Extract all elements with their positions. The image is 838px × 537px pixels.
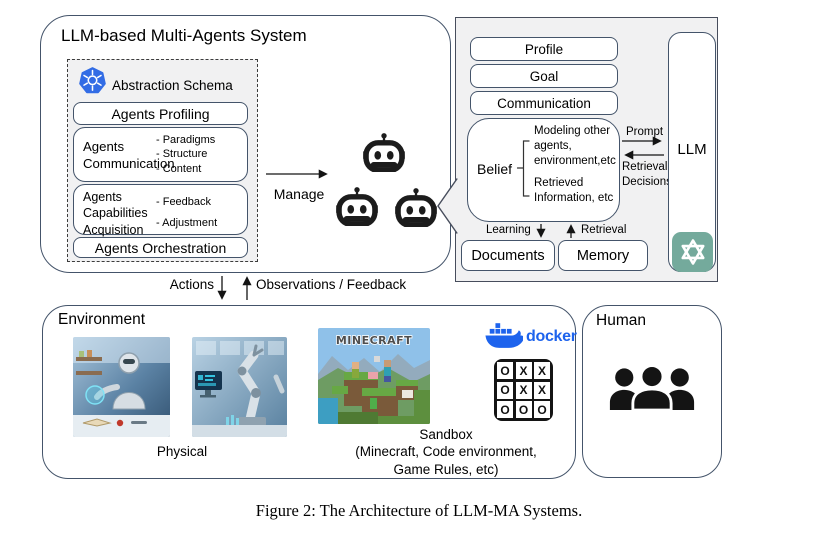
observations-label: Observations / Feedback [256,277,407,292]
agents-communication-details: - Paradigms - Structure - Content [156,134,216,175]
abstraction-schema-label: Abstraction Schema [112,78,233,93]
figure-caption: Figure 2: The Architecture of LLM-MA Sys… [255,501,583,520]
profile-box: Profile [470,37,618,61]
docker-wordmark: docker [526,327,577,345]
belief-retrieved-item: Retrieved Information, etc [534,177,614,205]
agents-capabilities-details: - Feedback - Adjustment [156,196,218,230]
communication-label: Communication [497,95,591,111]
actions-label: Actions [169,277,214,292]
belief-box [467,118,620,222]
minecraft-logo-text: MINECRAFT [336,334,412,347]
belief-label: Belief [477,161,513,177]
prompt-label: Prompt [626,126,664,138]
llm-label: LLM [677,141,707,158]
agents-capabilities-label: Agents Capabilities Acquisition [83,190,148,237]
agents-profiling-box: Agents Profiling [73,102,248,125]
docker-whale-icon [485,323,523,348]
environment-title: Environment [58,311,146,328]
minecraft-image: MINECRAFT [318,328,430,424]
retrieval-decisions-label: Retrieval Decisions [622,161,672,188]
ttt-cell: X [515,362,532,379]
robot-arm-image [192,337,287,437]
agents-communication-label: Agents Communication [83,139,175,172]
robot-agent-icon [362,132,406,172]
goal-label: Goal [529,68,559,84]
openai-knot-icon [680,239,705,265]
retrieval-label: Retrieval [581,224,627,236]
documents-box: Documents [461,240,555,271]
ttt-cell: O [534,401,550,418]
robot-agent-icon [394,187,438,227]
communication-box: Communication [470,91,618,115]
people-icon [609,366,695,410]
ttt-cell: O [497,401,513,418]
agents-capabilities-box: Agents Capabilities Acquisition - Feedba… [73,184,248,237]
docker-logo: docker [485,322,577,351]
ttt-cell: X [534,362,550,379]
learning-label: Learning [486,224,531,236]
ttt-cell: O [497,362,513,379]
profile-label: Profile [524,41,564,57]
agents-profiling-label: Agents Profiling [111,105,210,122]
goal-box: Goal [470,64,618,88]
agents-communication-box: Agents Communication - Paradigms - Struc… [73,127,248,182]
agents-orchestration-label: Agents Orchestration [94,239,227,256]
ttt-cell: X [534,381,550,399]
agents-orchestration-box: Agents Orchestration [73,237,248,258]
human-title: Human [596,312,646,329]
robot-agent-icon [335,186,379,226]
physical-label: Physical [156,444,208,459]
openai-logo [672,232,713,272]
manage-label: Manage [273,186,325,202]
tic-tac-toe-grid: O X X O X X O O O [494,359,553,421]
physical-robot-image [73,337,170,437]
mas-panel-title: LLM-based Multi-Agents System [61,26,307,45]
belief-modeling-item: Modeling other agents, environment,etc [534,125,616,168]
memory-box: Memory [558,240,648,271]
documents-label: Documents [471,247,545,264]
memory-label: Memory [576,247,630,264]
ttt-cell: O [497,381,513,399]
sandbox-label: Sandbox (Minecraft, Code environment, Ga… [355,427,537,477]
ttt-cell: O [515,401,532,418]
kubernetes-icon [79,67,106,94]
ttt-cell: X [515,381,532,399]
